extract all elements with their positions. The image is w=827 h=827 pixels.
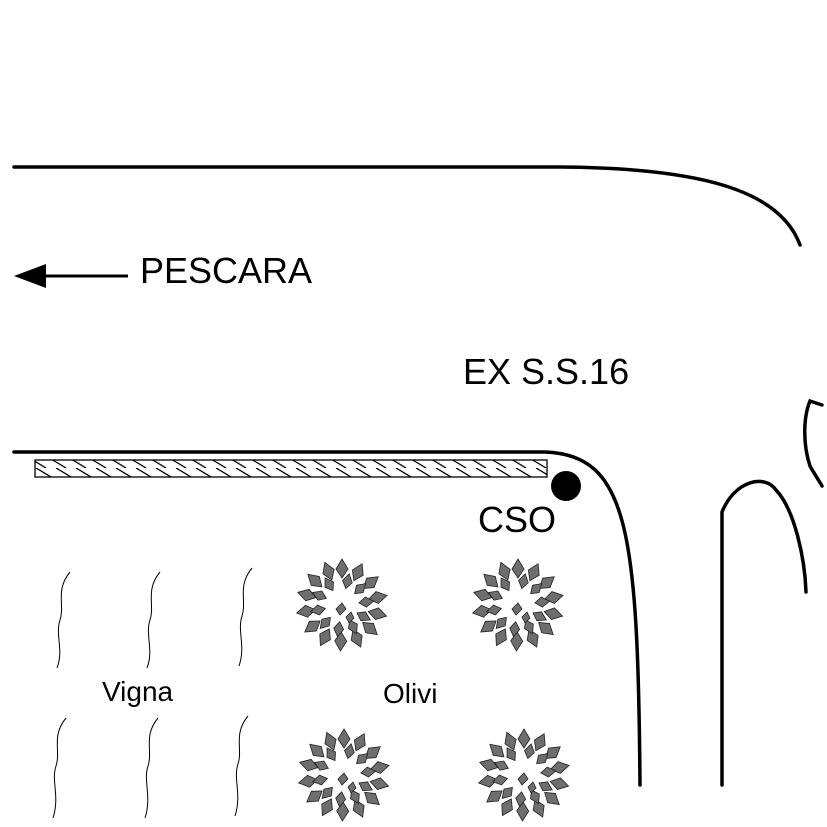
olives-label: Olivi xyxy=(383,678,437,709)
olive-tree-icon xyxy=(297,728,391,822)
road-lower-edge xyxy=(12,450,642,787)
point-label: CSO xyxy=(478,499,556,540)
olive-tree-icon xyxy=(471,558,565,652)
vine-stroke-icon xyxy=(234,715,249,817)
road-label: EX S.S.16 xyxy=(463,351,629,392)
hatched-wall xyxy=(34,459,548,478)
side-road-curb xyxy=(803,398,824,488)
arrow-left-icon xyxy=(14,264,128,288)
vine-stroke-icon xyxy=(56,571,71,669)
vine-stroke-icon xyxy=(238,567,253,667)
direction-label: PESCARA xyxy=(140,250,312,291)
vine-stroke-icon xyxy=(146,571,161,669)
vine-stroke-icon xyxy=(144,717,159,819)
filled-circle-icon xyxy=(551,471,581,501)
vine-stroke-icon xyxy=(52,717,67,819)
side-road-outer xyxy=(720,479,808,787)
vineyard-label: Vigna xyxy=(102,676,174,707)
vineyard-area xyxy=(52,567,253,819)
olive-tree-icon xyxy=(295,558,389,652)
road-upper-edge xyxy=(12,165,802,247)
olive-tree-icon xyxy=(477,728,571,822)
road-outline xyxy=(12,165,824,787)
